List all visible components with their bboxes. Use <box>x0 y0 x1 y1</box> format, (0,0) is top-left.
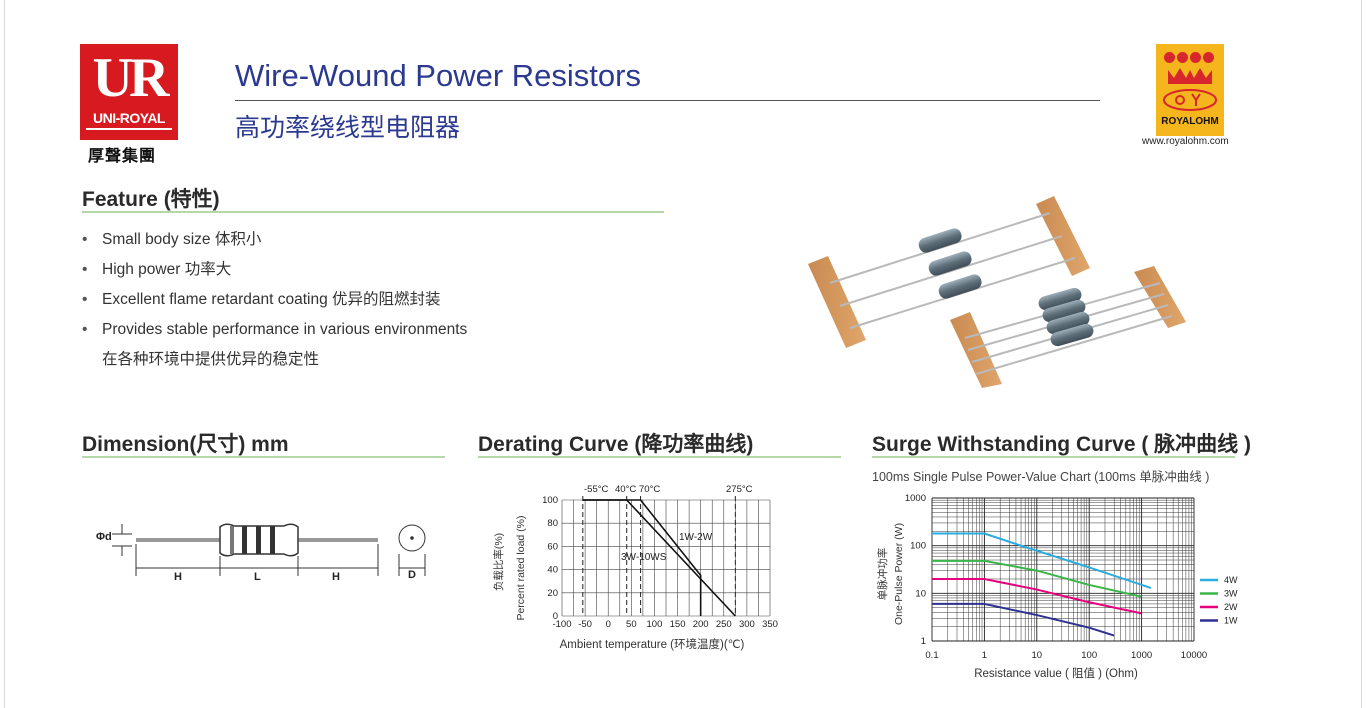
surge-ylabel-en: One-Pulse Power (W) <box>893 523 905 625</box>
derating-x-tick: -100 <box>552 619 571 630</box>
surge-x-tick: 0.1 <box>925 650 938 661</box>
derating-series-label-3w10ws: 3W-10WS <box>621 552 667 563</box>
uniroyal-underline <box>86 128 172 130</box>
derating-series <box>582 496 736 617</box>
derating-y-tick: 100 <box>542 495 558 506</box>
surge-y-tick: 1 <box>921 636 926 647</box>
derating-ylabel-cn: 负载比率(%) <box>492 533 505 591</box>
derating-x-tick: -50 <box>578 619 592 630</box>
surge-xlabel: Resistance value ( 阻值 ) (Ohm) <box>974 667 1138 680</box>
surge-subtitle: 100ms Single Pulse Power-Value Chart (10… <box>872 470 1210 484</box>
page-frame <box>4 0 1362 708</box>
surge-underline <box>872 456 1235 458</box>
royalohm-roy-mark-icon <box>1163 89 1217 111</box>
derating-top-label: 70°C <box>639 484 660 495</box>
derating-x-tick: 150 <box>670 619 686 630</box>
derating-series-line <box>582 499 736 617</box>
derating-x-tick: 0 <box>606 619 611 630</box>
surge-x-tick: 1000 <box>1131 650 1152 661</box>
dim-label-diameter: D <box>408 569 416 581</box>
uniroyal-cn-name: 厚聲集團 <box>88 146 157 165</box>
derating-underline <box>478 456 841 458</box>
surge-x-tick: 100 <box>1081 650 1097 661</box>
derating-x-tick: 300 <box>739 619 755 630</box>
surge-x-tick: 10 <box>1032 650 1043 661</box>
feature-heading: Feature (特性) <box>82 188 220 211</box>
royalohm-crown-icon <box>1168 68 1212 84</box>
surge-x-tick: 10000 <box>1181 650 1207 661</box>
royalohm-name: ROYALOHM <box>1161 116 1219 127</box>
surge-y-tick: 10 <box>915 588 926 599</box>
surge-series <box>932 532 1152 637</box>
dim-label-l: L <box>254 571 261 583</box>
derating-top-label: 275°C <box>726 484 753 495</box>
derating-x-tick: 250 <box>716 619 732 630</box>
surge-y-tick: 100 <box>910 541 926 552</box>
royalohm-dots <box>1164 50 1216 63</box>
dim-label-d: Φd <box>96 531 112 543</box>
dim-label-h-left: H <box>174 571 182 583</box>
surge-series-line <box>932 602 1115 637</box>
page-title: Wire-Wound Power Resistors <box>235 58 641 93</box>
dimension-heading: Dimension(尺寸) mm <box>82 433 289 456</box>
surge-legend-label: 4W <box>1224 575 1238 585</box>
derating-y-tick: 40 <box>547 565 558 576</box>
uniroyal-logo: UR UNI-ROYAL <box>80 44 178 140</box>
surge-legend-label: 2W <box>1224 602 1238 612</box>
ur-logo-text: UR <box>92 47 170 109</box>
dim-label-h-right: H <box>332 571 340 583</box>
derating-ticks: 0 20 40 60 80 100 -100 -50 0 50 100 150 200 250 300 350 <box>542 495 778 630</box>
surge-ylabel-cn: 单脉冲功率 <box>876 548 889 601</box>
page-title-cn: 高功率绕线型电阻器 <box>235 114 461 142</box>
derating-series-label-1w2w: 1W-2W <box>679 532 713 543</box>
derating-ylabel-en: Percent rated load (%) <box>515 515 527 620</box>
surge-series-line <box>932 577 1142 615</box>
surge-x-tick: 1 <box>982 650 987 661</box>
title-divider <box>235 100 1100 101</box>
surge-grid <box>931 497 1195 642</box>
derating-x-tick: 50 <box>626 619 637 630</box>
derating-y-tick: 0 <box>553 611 558 622</box>
dimension-drawing: Φd H L H D <box>96 523 426 583</box>
uniroyal-name: UNI-ROYAL <box>93 110 166 126</box>
surge-chart: 0.1 1 10 100 1000 10000 1 10 100 1000 4W 3W 2W 1W On… <box>876 493 1238 680</box>
surge-y-tick: 1000 <box>905 493 926 504</box>
surge-series-line <box>932 559 1142 598</box>
surge-ticks: 0.1 1 10 100 1000 10000 1 10 100 1000 <box>905 493 1207 661</box>
derating-top-label: 40°C <box>615 484 636 495</box>
derating-xlabel: Ambient temperature (环境温度)(℃) <box>560 637 745 651</box>
derating-top-label: -55°C <box>584 484 609 495</box>
royalohm-url[interactable]: www.royalohm.com <box>1142 136 1229 147</box>
derating-y-tick: 60 <box>547 541 558 552</box>
derating-x-tick: 350 <box>762 619 778 630</box>
dimension-underline <box>82 456 445 458</box>
derating-y-tick: 80 <box>547 518 558 529</box>
royalohm-logo: ROYALOHM <box>1156 44 1224 136</box>
derating-chart: 0 20 40 60 80 100 -100 -50 0 50 100 150 200 250 300 350… <box>492 484 778 651</box>
feature-underline <box>82 211 664 213</box>
derating-x-tick: 100 <box>647 619 663 630</box>
surge-series-line <box>932 532 1152 589</box>
derating-heading: Derating Curve (降功率曲线) <box>478 433 754 456</box>
surge-legend-label: 3W <box>1224 589 1238 599</box>
surge-heading: Surge Withstanding Curve ( 脉冲曲线 ) <box>872 433 1251 456</box>
derating-y-tick: 20 <box>547 588 558 599</box>
surge-legend: 4W 3W 2W 1W <box>1200 575 1238 626</box>
derating-x-tick: 200 <box>693 619 709 630</box>
surge-legend-label: 1W <box>1224 616 1238 626</box>
resistor-product-image <box>808 196 1186 388</box>
